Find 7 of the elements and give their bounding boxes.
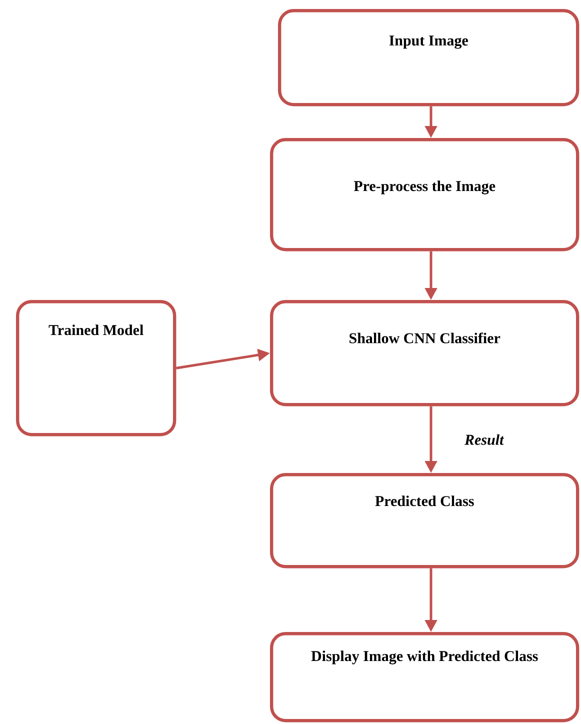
process-box: Predicted Class bbox=[270, 473, 580, 568]
process-box: Pre-process the Image bbox=[270, 138, 580, 252]
process-box: Shallow CNN Classifier bbox=[270, 300, 580, 406]
process-box: Trained Model bbox=[16, 300, 176, 436]
edge-label: Result bbox=[464, 434, 504, 445]
process-box: Input Image bbox=[278, 9, 580, 106]
process-box: Display Image with Predicted Class bbox=[270, 632, 580, 722]
